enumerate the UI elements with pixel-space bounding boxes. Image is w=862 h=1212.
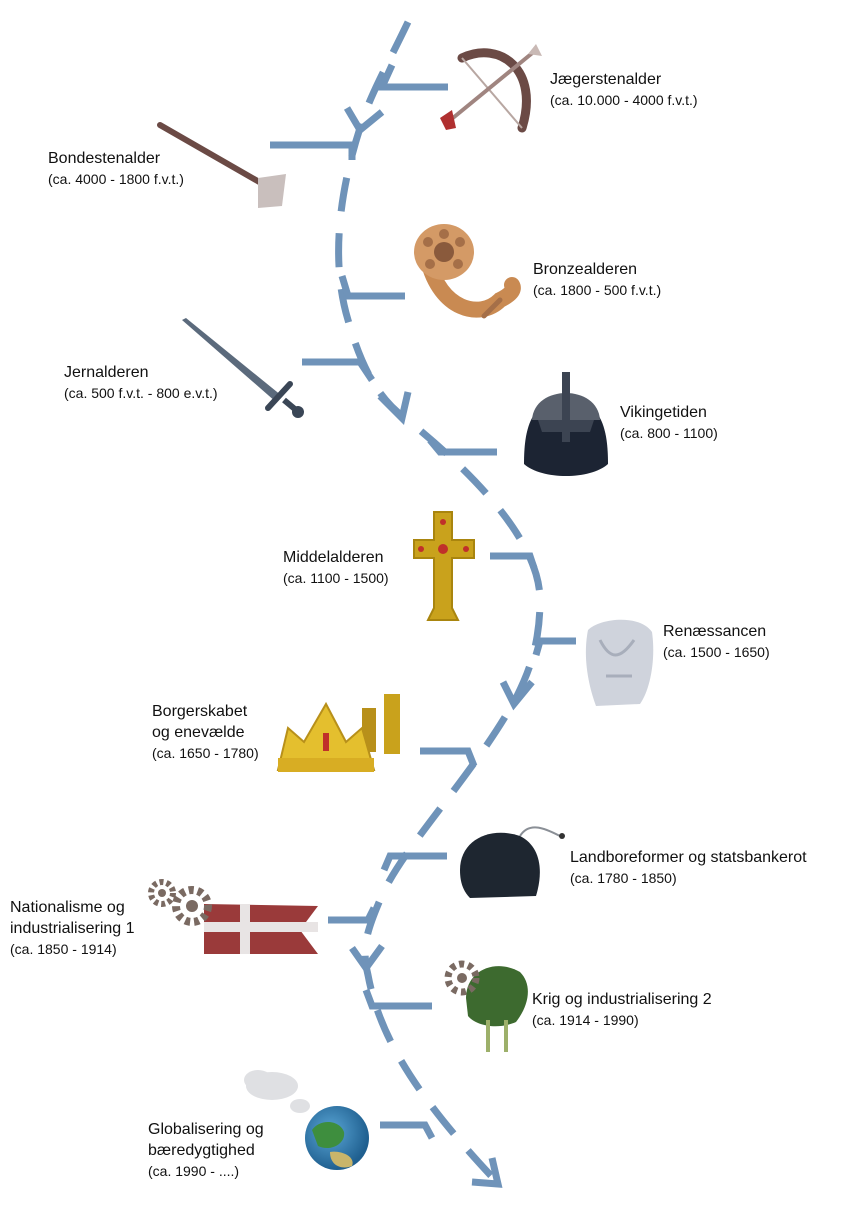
connector-krig <box>362 988 432 1010</box>
period-dates: (ca. 500 f.v.t. - 800 e.v.t.) <box>64 384 218 401</box>
connector-middelalderen <box>490 552 538 570</box>
label-globalisering: Globalisering og bæredygtighed (ca. 1990… <box>148 1120 264 1180</box>
label-landboreformer: Landboreformer og statsbankerot (ca. 178… <box>570 848 807 887</box>
period-name-line1: Globalisering og <box>148 1121 264 1138</box>
sword-icon <box>182 318 304 418</box>
period-name: Krig og industrialisering 2 <box>532 991 712 1008</box>
timeline-path <box>270 20 576 1188</box>
danish-flag-gears-icon <box>148 879 318 954</box>
connector-landboreformer <box>380 852 447 872</box>
period-dates: (ca. 1780 - 1850) <box>570 869 677 886</box>
period-name: Bronzealderen <box>533 261 638 278</box>
period-name-line2: og enevælde <box>152 723 245 741</box>
period-name-line2: bæredygtighed <box>148 1141 255 1159</box>
arrowhead-2 <box>377 391 412 425</box>
earth-smog-icon <box>244 1070 369 1170</box>
arrowhead-1 <box>343 106 385 136</box>
label-middelalderen: Middelalderen (ca. 1100 - 1500) <box>283 548 389 587</box>
arrowhead-4 <box>349 943 385 975</box>
period-dates: (ca. 1914 - 1990) <box>532 1011 639 1028</box>
arrowhead-end <box>471 1157 503 1188</box>
lur-horn-icon <box>414 224 521 319</box>
period-dates: (ca. 1800 - 500 f.v.t.) <box>533 281 662 298</box>
period-dates: (ca. 800 - 1100) <box>620 424 718 441</box>
connector-bondestenalder <box>270 141 356 160</box>
label-renaessancen: Renæssancen (ca. 1500 - 1650) <box>663 622 770 661</box>
connector-jernalderen <box>302 358 375 382</box>
period-dates: (ca. 1100 - 1500) <box>283 569 389 586</box>
army-helmet-gear-icon <box>444 960 528 1052</box>
viking-helmet-icon <box>524 372 608 476</box>
period-name-line1: Nationalisme og <box>10 899 125 916</box>
connector-renaessancen <box>532 637 576 656</box>
label-jernalderen: Jernalderen (ca. 500 f.v.t. - 800 e.v.t.… <box>64 363 218 402</box>
label-jaegerstenalder: Jægerstenalder (ca. 10.000 - 4000 f.v.t.… <box>550 70 698 109</box>
label-bondestenalder: Bondestenalder (ca. 4000 - 1800 f.v.t.) <box>48 149 184 188</box>
connector-globalisering <box>380 1121 436 1140</box>
bow-and-arrow-icon <box>440 44 542 133</box>
period-name: Renæssancen <box>663 623 767 640</box>
connector-bronzealderen <box>338 274 405 300</box>
connector-jaegerstenalder <box>376 63 448 91</box>
period-name-line1: Borgerskabet <box>152 703 248 720</box>
arrowhead-3 <box>499 679 535 711</box>
period-name: Bondestenalder <box>48 150 161 167</box>
period-name: Landboreformer og statsbankerot <box>570 849 807 866</box>
period-name-line2: industrialisering 1 <box>10 919 135 937</box>
golden-cross-icon <box>413 511 475 621</box>
period-dates: (ca. 1500 - 1650) <box>663 643 770 660</box>
label-bronzealderen: Bronzealderen (ca. 1800 - 500 f.v.t.) <box>533 260 661 299</box>
period-name: Vikingetiden <box>620 404 707 421</box>
period-name: Jernalderen <box>64 364 149 381</box>
label-vikingetiden: Vikingetiden (ca. 800 - 1100) <box>620 403 718 442</box>
period-dates: (ca. 4000 - 1800 f.v.t.) <box>48 170 184 187</box>
connector-vikingetiden <box>427 437 497 456</box>
marble-torso-icon <box>585 619 654 706</box>
label-borgerskabet: Borgerskabet og enevælde (ca. 1650 - 178… <box>152 702 259 762</box>
connector-borgerskabet <box>420 747 478 768</box>
period-name: Middelalderen <box>283 549 384 566</box>
stone-adze-icon <box>157 122 286 208</box>
period-dates: (ca. 1990 - ....) <box>148 1162 240 1179</box>
empty-purse-icon <box>460 826 565 898</box>
label-krig: Krig og industrialisering 2 (ca. 1914 - … <box>532 990 712 1029</box>
crown-and-coins-icon <box>276 694 400 772</box>
period-dates: (ca. 1650 - 1780) <box>152 744 259 761</box>
label-nationalisme: Nationalisme og industrialisering 1 (ca.… <box>10 898 135 958</box>
period-dates: (ca. 1850 - 1914) <box>10 940 117 957</box>
period-dates: (ca. 10.000 - 4000 f.v.t.) <box>550 91 698 108</box>
connector-nationalisme <box>328 906 378 924</box>
period-name: Jægerstenalder <box>550 71 662 88</box>
